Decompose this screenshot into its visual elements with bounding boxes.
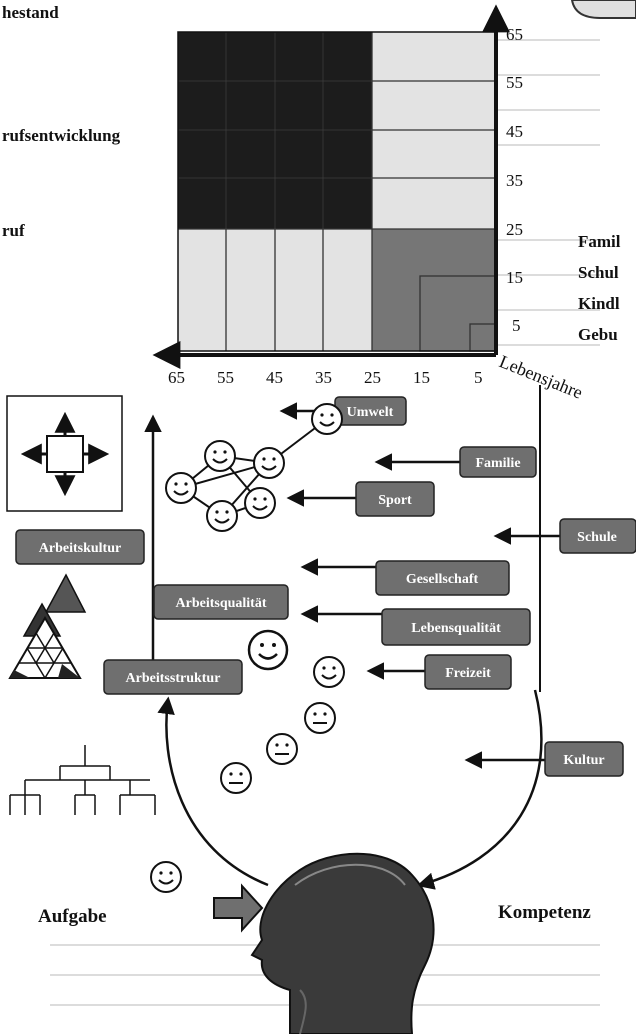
label-aufgabe: Aufgabe: [38, 906, 107, 927]
left-label-1: hestand: [2, 3, 59, 22]
y-tick-65: 65: [506, 25, 523, 44]
right-label-4: Gebu: [578, 325, 618, 344]
box-familie-label: Familie: [475, 456, 520, 471]
happy-face-icon-6: [311, 403, 343, 435]
box-arbeitskultur-label: Arbeitskultur: [39, 541, 121, 556]
x-axis-ticks: 65 55 45 35 25 15 5: [168, 368, 483, 387]
y-tick-45: 45: [506, 122, 523, 141]
head-silhouette-icon: [250, 852, 435, 1034]
y-tick-5: 5: [512, 316, 521, 335]
box-kultur: Kultur: [544, 741, 624, 777]
box-umwelt-label: Umwelt: [347, 405, 394, 420]
box-kultur-label: Kultur: [563, 753, 604, 768]
box-lebensqualitaet-label: Lebensqualität: [411, 621, 501, 636]
x-tick-65: 65: [168, 368, 185, 387]
box-arbeitsqualitaet-label: Arbeitsqualität: [176, 596, 267, 611]
x-tick-55: 55: [217, 368, 234, 387]
x-tick-25: 25: [364, 368, 381, 387]
box-arbeitsstruktur-label: Arbeitsstruktur: [126, 671, 221, 686]
box-arbeitsstruktur: Arbeitsstruktur: [103, 659, 243, 695]
y-tick-25: 25: [506, 220, 523, 239]
x-tick-45: 45: [266, 368, 283, 387]
influence-arrows: [157, 402, 560, 890]
happy-face-icon-5: [244, 487, 276, 519]
neutral-face-icon-1: [304, 702, 336, 734]
x-tick-5: 5: [474, 368, 483, 387]
label-kompetenz: Kompetenz: [498, 902, 591, 923]
left-label-3: ruf: [2, 221, 25, 240]
box-schule-label: Schule: [577, 530, 617, 545]
box-arbeitsqualitaet: Arbeitsqualität: [153, 584, 289, 620]
org-chart-icon: [9, 745, 156, 815]
box-sport: Sport: [355, 481, 435, 517]
box-umwelt: Umwelt: [334, 396, 407, 426]
grey-block: [372, 229, 496, 351]
box-freizeit: Freizeit: [424, 654, 512, 690]
x-tick-15: 15: [413, 368, 430, 387]
happy-face-icon-1: [204, 440, 236, 472]
right-label-2: Schul: [578, 263, 619, 282]
box-gesellschaft: Gesellschaft: [375, 560, 510, 596]
box-sport-label: Sport: [378, 493, 412, 508]
left-label-2: rufsentwicklung: [2, 126, 121, 145]
happy-face-icon-2: [253, 447, 285, 479]
box-freizeit-label: Freizeit: [445, 666, 491, 681]
input-arrow-icon: [213, 883, 264, 933]
box-lebensqualitaet: Lebensqualität: [381, 608, 531, 646]
box-familie: Familie: [459, 446, 537, 478]
four-arrows-icon: [6, 395, 123, 512]
neutral-face-icon-2: [266, 733, 298, 765]
box-schule: Schule: [559, 518, 636, 554]
right-label-3: Kindl: [578, 294, 620, 313]
y-tick-15: 15: [506, 268, 523, 287]
y-tick-55: 55: [506, 73, 523, 92]
corner-shape: [570, 0, 636, 19]
box-arbeitskultur: Arbeitskultur: [15, 529, 145, 565]
happy-face-icon-7: [313, 656, 345, 688]
neutral-face-icon-3: [220, 762, 252, 794]
happy-face-icon-4: [206, 500, 238, 532]
happy-face-icon-8: [150, 861, 182, 893]
box-gesellschaft-label: Gesellschaft: [406, 572, 479, 587]
axis-label-lebensjahre: Lebensjahre: [497, 351, 586, 402]
triangle-icon: [8, 573, 87, 679]
happy-face-icon-3: [165, 472, 197, 504]
happy-face-icon-large: [247, 629, 289, 671]
life-years-grid: [177, 31, 497, 352]
y-axis-ticks: 65 55 45 35 25 15 5: [506, 25, 523, 335]
right-label-1: Famil: [578, 232, 621, 251]
x-tick-35: 35: [315, 368, 332, 387]
y-tick-35: 35: [506, 171, 523, 190]
